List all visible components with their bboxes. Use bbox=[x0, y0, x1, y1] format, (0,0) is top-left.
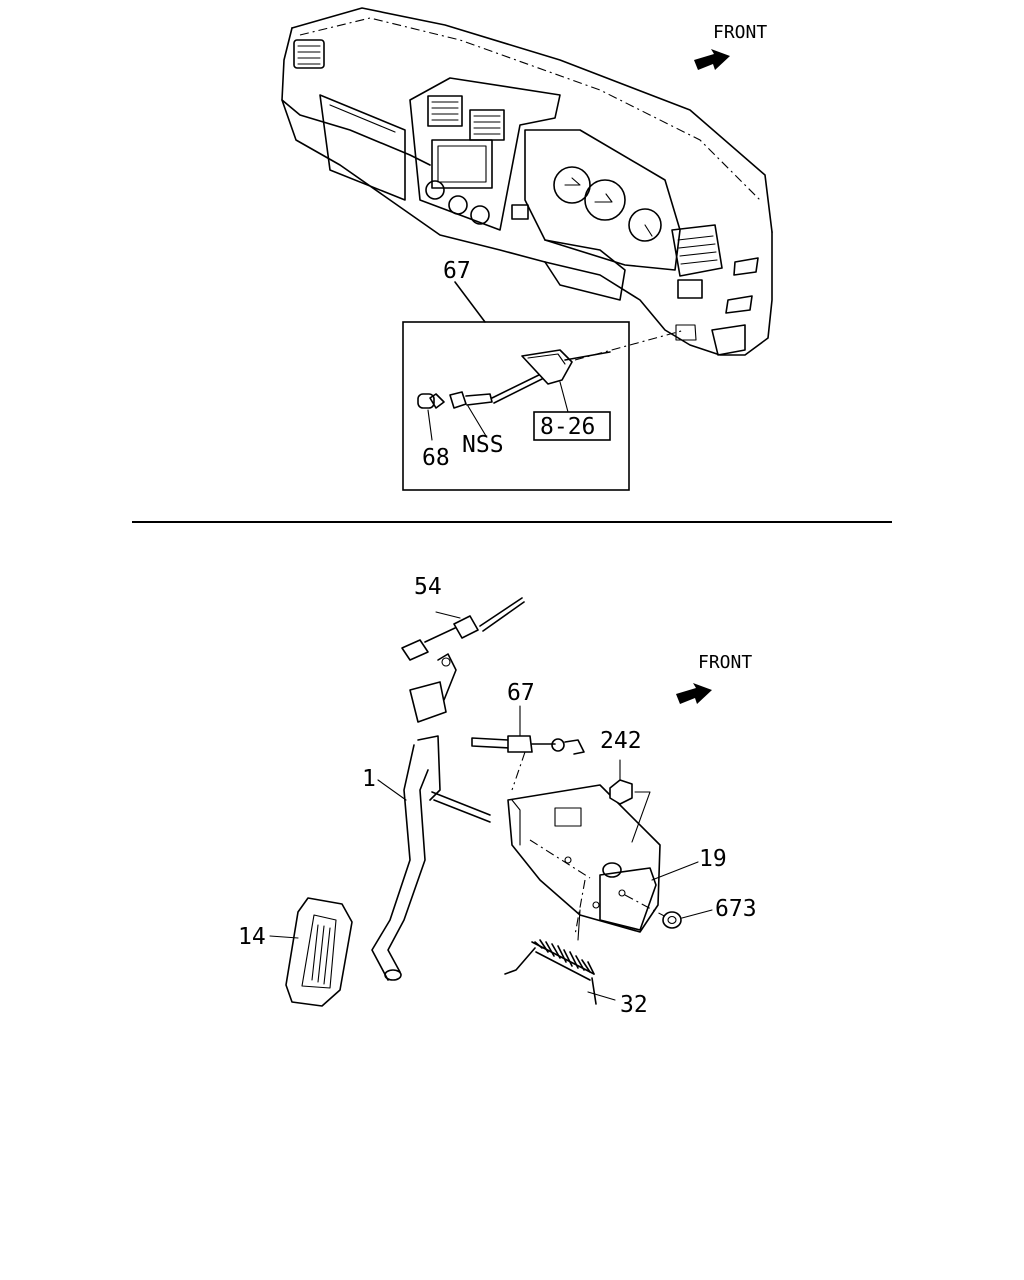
front-arrow-icon bbox=[676, 683, 712, 704]
callout-19: 19 bbox=[699, 846, 727, 872]
callout-1: 1 bbox=[362, 766, 376, 792]
bushing-673 bbox=[662, 909, 713, 929]
callout-54: 54 bbox=[414, 574, 442, 600]
callout-242: 242 bbox=[600, 728, 642, 754]
detail-box-67 bbox=[402, 281, 686, 491]
leader-1 bbox=[377, 779, 407, 801]
callout-14: 14 bbox=[238, 924, 266, 950]
callout-ref-8-26: 8-26 bbox=[540, 414, 595, 440]
front-arrow-icon bbox=[694, 49, 730, 70]
front-label-top: FRONT bbox=[713, 22, 767, 43]
callout-nss: NSS bbox=[462, 432, 504, 458]
front-label-bottom: FRONT bbox=[698, 652, 752, 673]
cable-54 bbox=[401, 597, 525, 661]
ref-box-8-26 bbox=[533, 411, 611, 441]
switch-67 bbox=[471, 705, 585, 791]
leader-14 bbox=[269, 935, 299, 939]
front-arrow-bottom: FRONT bbox=[676, 652, 752, 704]
callout-32: 32 bbox=[620, 992, 648, 1018]
pedal-pad bbox=[285, 897, 353, 1007]
callout-673: 673 bbox=[715, 896, 757, 922]
spring-32 bbox=[504, 879, 616, 1005]
pedal-arm bbox=[371, 653, 491, 981]
front-arrow-top: FRONT bbox=[694, 22, 767, 70]
callout-67-top: 67 bbox=[443, 258, 471, 284]
nut-242 bbox=[609, 759, 651, 843]
callout-68: 68 bbox=[422, 445, 450, 471]
bracket-19 bbox=[507, 784, 699, 933]
dashboard-illustration bbox=[281, 7, 773, 356]
callout-67-bottom: 67 bbox=[507, 680, 535, 706]
